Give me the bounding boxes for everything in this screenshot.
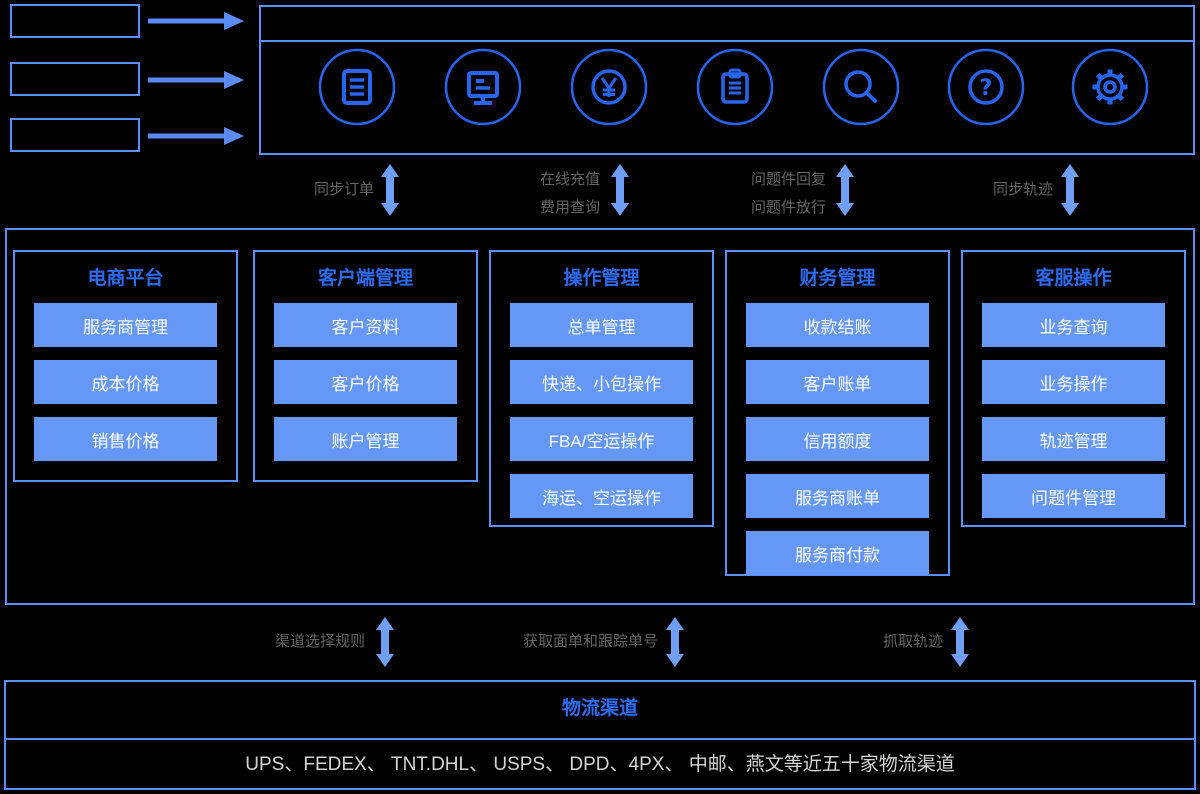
source-box-1 [10, 4, 140, 38]
chip-provider-management: 服务商管理 [34, 303, 217, 347]
logistics-channels-panel: 物流渠道 UPS、FEDEX、 TNT.DHL、 USPS、 DPD、4PX、 … [4, 680, 1196, 790]
right-arrow-icon [148, 12, 244, 30]
chip-provider-payment: 服务商付款 [746, 531, 929, 575]
right-arrow-icon [148, 71, 244, 89]
chip-express-parcel-ops: 快递、小包操作 [510, 360, 693, 404]
chip-business-operation: 业务操作 [982, 360, 1165, 404]
double-arrow-icon [1061, 164, 1079, 216]
chip-provider-bill: 服务商账单 [746, 474, 929, 518]
right-arrow-icon [148, 127, 244, 145]
flow-label-sync-tracking: 同步轨迹 [992, 181, 1053, 198]
banner-icon-1-label [307, 129, 407, 145]
search-icon [822, 48, 900, 126]
banner-icon-6: ? [936, 47, 1036, 145]
help-icon: ? [947, 48, 1025, 126]
monitor-icon [444, 48, 522, 126]
system-modules-panel [5, 228, 1195, 605]
source-box-2 [10, 62, 140, 96]
chip-sale-price: 销售价格 [34, 417, 217, 461]
banner-icon-4-label [685, 129, 785, 145]
flow-label-problem-reply: 问题件回复 [750, 171, 826, 188]
banner-icon-3 [559, 47, 659, 145]
chip-problem-management: 问题件管理 [982, 474, 1165, 518]
flow-label-fee-query: 费用查询 [539, 199, 600, 216]
chip-customer-profile: 客户资料 [274, 303, 457, 347]
module-title: 电商平台 [87, 268, 164, 289]
svg-text:?: ? [980, 76, 993, 101]
double-arrow-icon [381, 164, 399, 216]
currency-yen-icon [570, 48, 648, 126]
chip-customer-price: 客户价格 [274, 360, 457, 404]
double-arrow-icon [611, 164, 629, 216]
flow-label-online-recharge: 在线充值 [539, 171, 600, 188]
source-box-3 [10, 118, 140, 152]
double-arrow-icon [666, 617, 684, 667]
banner-icon-1 [307, 47, 407, 145]
module-title: 操作管理 [563, 268, 640, 289]
order-list-icon [318, 48, 396, 126]
module-operation-management: 操作管理 总单管理 快递、小包操作 FBA/空运操作 海运、空运操作 [489, 250, 714, 527]
chip-sea-air-ops: 海运、空运操作 [510, 474, 693, 518]
chip-tracking-management: 轨迹管理 [982, 417, 1165, 461]
chip-business-query: 业务查询 [982, 303, 1165, 347]
double-arrow-icon [951, 617, 969, 667]
flow-label-sync-orders: 同步订单 [313, 181, 374, 198]
banner-icon-5-label [811, 129, 911, 145]
chip-fba-air-ops: FBA/空运操作 [510, 417, 693, 461]
chip-account-management: 账户管理 [274, 417, 457, 461]
banner-divider [261, 40, 1193, 42]
chip-receipt-settlement: 收款结账 [746, 303, 929, 347]
module-title: 客服操作 [1035, 268, 1112, 289]
chip-cost-price: 成本价格 [34, 360, 217, 404]
banner-icon-2-label [433, 129, 533, 145]
module-ecommerce-platform: 电商平台 服务商管理 成本价格 销售价格 [13, 250, 238, 482]
flow-label-problem-release: 问题件放行 [750, 199, 826, 216]
double-arrow-icon [376, 617, 394, 667]
flow-label-channel-rules: 渠道选择规则 [274, 633, 365, 650]
banner-icon-4 [685, 47, 785, 145]
clipboard-icon [696, 48, 774, 126]
module-finance-management: 财务管理 收款结账 客户账单 信用额度 服务商账单 服务商付款 [725, 250, 950, 576]
module-title: 客户端管理 [317, 268, 413, 289]
channels-carrier-list: UPS、FEDEX、 TNT.DHL、 USPS、 DPD、4PX、 中邮、燕文… [245, 754, 955, 775]
banner-icon-2 [433, 47, 533, 145]
platform-banner: ? [259, 5, 1195, 155]
banner-icon-7-label [1060, 129, 1160, 145]
module-customer-service: 客服操作 业务查询 业务操作 轨迹管理 问题件管理 [961, 250, 1186, 527]
flow-label-get-label-tracking-no: 获取面单和跟踪单号 [522, 633, 658, 650]
double-arrow-icon [836, 164, 854, 216]
banner-icon-6-label [936, 129, 1036, 145]
module-title: 财务管理 [799, 268, 876, 289]
chip-master-order: 总单管理 [510, 303, 693, 347]
chip-credit-limit: 信用额度 [746, 417, 929, 461]
settings-icon [1071, 48, 1149, 126]
flow-label-fetch-tracking: 抓取轨迹 [882, 633, 943, 650]
channels-divider [6, 738, 1194, 740]
banner-icon-7 [1060, 47, 1160, 145]
channels-title: 物流渠道 [561, 698, 638, 719]
banner-icon-3-label [559, 129, 659, 145]
banner-icon-5 [811, 47, 911, 145]
banner-title [261, 7, 1193, 38]
chip-customer-bill: 客户账单 [746, 360, 929, 404]
module-client-management: 客户端管理 客户资料 客户价格 账户管理 [253, 250, 478, 482]
